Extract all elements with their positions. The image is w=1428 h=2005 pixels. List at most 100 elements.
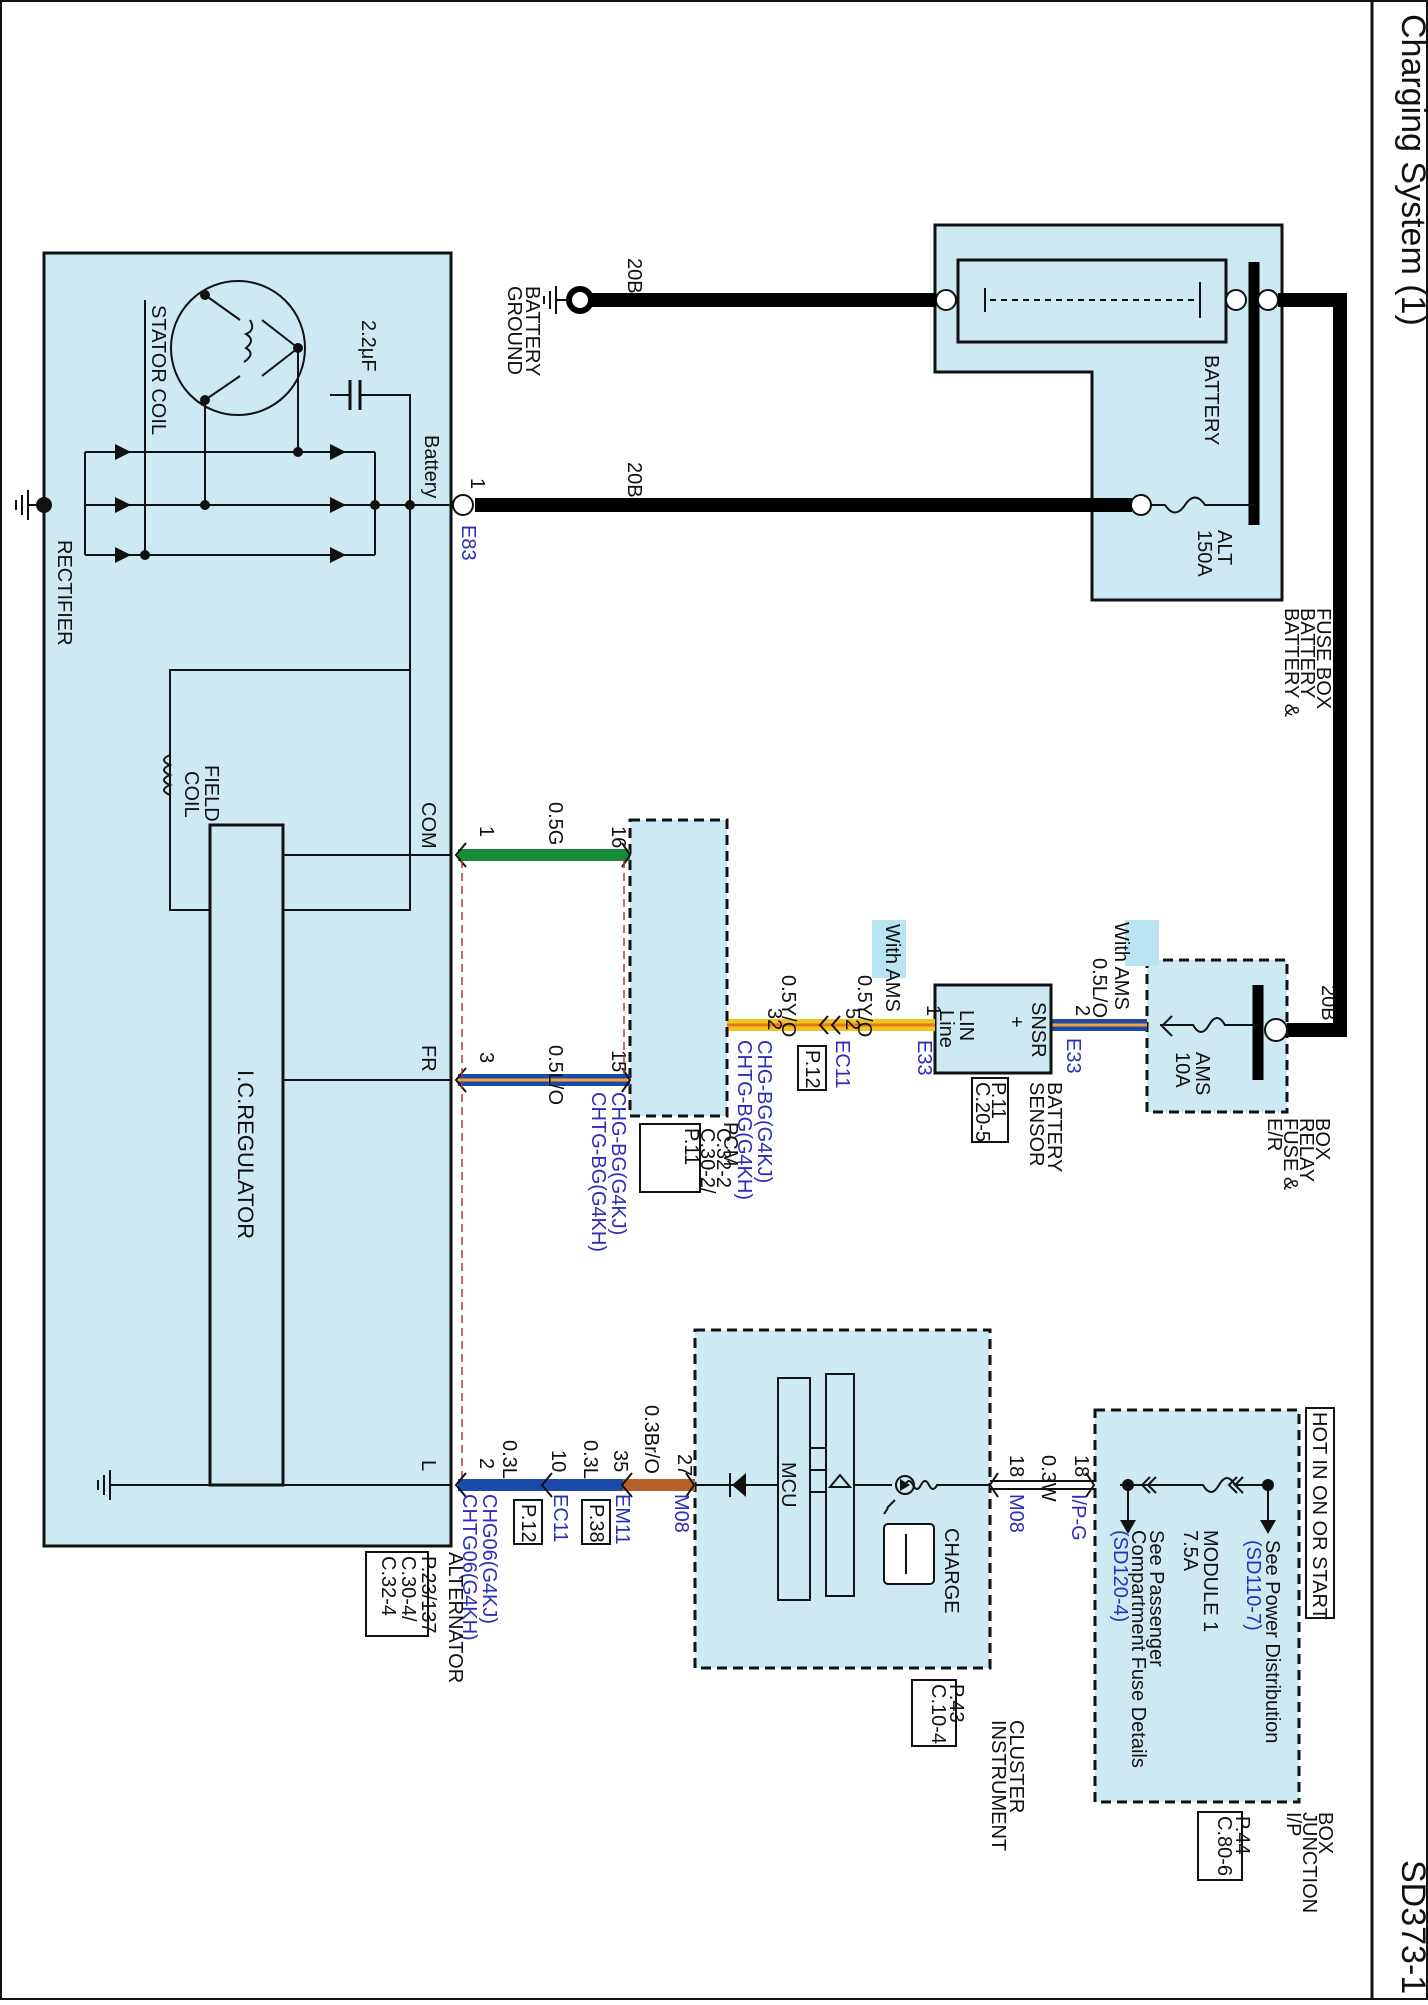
cluster-pin-18: 18 bbox=[1005, 1455, 1027, 1477]
see-pass-arrow-icon bbox=[1120, 1520, 1136, 1534]
ec11-l-connector bbox=[540, 1472, 553, 1498]
rectifier-node-2 bbox=[293, 447, 303, 457]
alt-l-label: L bbox=[417, 1460, 439, 1471]
capacitor-lead bbox=[330, 394, 411, 505]
wire-03l-a bbox=[458, 1479, 543, 1491]
see-passenger-label-2: Compartment Fuse Details bbox=[1127, 1530, 1149, 1768]
pcm-ref-conn-1: C.30-2/ bbox=[696, 1128, 718, 1194]
battery-warning-icon bbox=[883, 1523, 935, 1585]
snsr-label: SNSR bbox=[1027, 1002, 1049, 1058]
stator-node-b bbox=[200, 290, 210, 300]
battery-sensor-pin-1: 1 bbox=[922, 1005, 944, 1016]
charge-led-icon bbox=[900, 1479, 910, 1491]
er-bus-terminal bbox=[1264, 1018, 1288, 1042]
field-coil-label-2: COIL bbox=[180, 771, 202, 818]
module1-fuse-line bbox=[1120, 1477, 1268, 1493]
stator-coil-label: STATOR COIL bbox=[147, 305, 169, 435]
er-box-feed-wire bbox=[1278, 293, 1347, 1037]
er-box-label-3: RELAY bbox=[1295, 1118, 1317, 1182]
battery-sensor-label-1: BATTERY bbox=[1043, 1082, 1065, 1172]
driver-triangle-icon bbox=[827, 1473, 853, 1488]
pcm-pin-15: 15 bbox=[607, 1050, 629, 1072]
see-power-ref-link[interactable]: (SD110-7) bbox=[1242, 1540, 1264, 1631]
m08-connector-label: M08 bbox=[1005, 1494, 1027, 1533]
wire-03l-label-b: 0.3L bbox=[498, 1440, 520, 1479]
battery-ground-label-2: GROUND bbox=[503, 286, 525, 375]
module1-fuse-connector-bottom bbox=[1140, 1476, 1157, 1494]
with-ams-highlight-2 bbox=[872, 920, 906, 978]
rectifier-diode-2 bbox=[115, 497, 131, 513]
ip-box-ref-page: P.44 bbox=[1231, 1816, 1253, 1855]
alt-fuse-label: ALT bbox=[1213, 530, 1235, 565]
alt-fuse-terminal bbox=[1130, 494, 1152, 516]
rectifier-node-1 bbox=[200, 500, 210, 510]
wire-05g-label: 0.5G bbox=[544, 802, 566, 845]
charge-lamp-icon bbox=[895, 1475, 915, 1495]
stator-coil-winding bbox=[243, 319, 254, 363]
ec11-connector-a bbox=[830, 1015, 841, 1035]
alt-battery-term-label: Battery bbox=[420, 435, 442, 498]
module1-fuse-label: MODULE 1 bbox=[1199, 1530, 1221, 1632]
rectifier-diode-4 bbox=[330, 444, 346, 460]
wire-03bro bbox=[623, 1479, 695, 1491]
em11-pin-35: 35 bbox=[609, 1450, 631, 1472]
field-coil-label: FIELD bbox=[200, 765, 222, 822]
wire-05yo-label-b: 0.5Y/O bbox=[777, 975, 799, 1037]
lin-line-label: Line bbox=[935, 1010, 957, 1048]
er-box-label-4: BOX bbox=[1311, 1118, 1333, 1160]
er-fuse-relay-box bbox=[1145, 958, 1289, 1114]
wire-03l-label-a: 0.3L bbox=[579, 1440, 601, 1479]
alt-field-wiring bbox=[169, 505, 411, 911]
rectifier-node-3 bbox=[140, 550, 150, 560]
alt-fr-pin-3: 3 bbox=[475, 1052, 497, 1063]
module1-fuse-connector-top bbox=[1227, 1476, 1244, 1494]
alternator-b-terminal bbox=[452, 494, 474, 516]
alt-connector-b: CHTG06(G4KH) bbox=[458, 1494, 480, 1641]
alt-b-pin-1: 1 bbox=[466, 478, 488, 489]
pcm-pin-16: 16 bbox=[607, 826, 629, 848]
battery-ground-wire-gauge: 20B bbox=[623, 258, 645, 294]
ec11-l-connector-label: EC11 bbox=[549, 1494, 571, 1543]
rectifier-diode-5 bbox=[330, 497, 346, 513]
battery-ground-eyelet bbox=[566, 286, 594, 314]
see-passenger-label-1: See Passenger bbox=[1145, 1530, 1167, 1667]
pcm-lin-connector-a: CHG-BG(G4KJ) bbox=[753, 1040, 775, 1183]
ec11-l-ref: P.12 bbox=[517, 1504, 539, 1543]
pcm-pin-32: 32 bbox=[763, 1008, 785, 1030]
capacitor-label: 2.2μF bbox=[357, 320, 379, 372]
rectifier-label: RECTIFIER bbox=[53, 540, 75, 646]
ec11-ref: P.12 bbox=[801, 1050, 823, 1089]
alt-fr-label: FR bbox=[417, 1045, 439, 1072]
em11-ref: P.38 bbox=[585, 1504, 607, 1543]
see-passenger-ref-link[interactable]: (SD120-4) bbox=[1109, 1530, 1131, 1622]
charge-lamp-label: CHARGE bbox=[940, 1528, 962, 1614]
rectifier-node-5 bbox=[370, 500, 380, 510]
pcm-fr-connector-b: CHTG-BG(G4KH) bbox=[587, 1092, 609, 1252]
er-box-label-1: E/R bbox=[1263, 1118, 1285, 1151]
lin-connector-e33: E33 bbox=[913, 1040, 935, 1076]
ipg-connector bbox=[1085, 1472, 1096, 1498]
alt-wire-gauge: 20B bbox=[623, 462, 645, 498]
cluster-driver-block bbox=[825, 1373, 855, 1597]
wire-03w-label: 0.3W bbox=[1037, 1455, 1059, 1502]
ip-box-ref-box bbox=[1197, 1811, 1243, 1881]
hot-in-on-or-start: HOT IN ON OR START bbox=[1308, 1412, 1330, 1620]
em11-ref-box bbox=[581, 1499, 611, 1545]
pcm-ref-box bbox=[639, 1123, 701, 1193]
rectifier-bridge bbox=[84, 451, 376, 556]
cluster-diode-icon bbox=[732, 1473, 746, 1497]
bus-terminal bbox=[1257, 289, 1279, 311]
lin-label: LIN bbox=[955, 1010, 977, 1041]
ams-fuse-connector bbox=[1160, 1015, 1173, 1037]
battery-sensor-connector-e33: E33 bbox=[1062, 1038, 1084, 1074]
ec11-connector-label: EC11 bbox=[831, 1040, 853, 1089]
em11-connector-label: EM11 bbox=[611, 1494, 633, 1545]
ipg-connector-label: I/P-G bbox=[1067, 1494, 1089, 1541]
hot-in-box bbox=[1305, 1407, 1335, 1619]
em11-connector bbox=[620, 1472, 633, 1498]
ec11-ref-box bbox=[797, 1045, 827, 1091]
alt-fuse bbox=[1140, 496, 1254, 514]
alt-connector-a: CHG06(G4KJ) bbox=[478, 1494, 500, 1624]
